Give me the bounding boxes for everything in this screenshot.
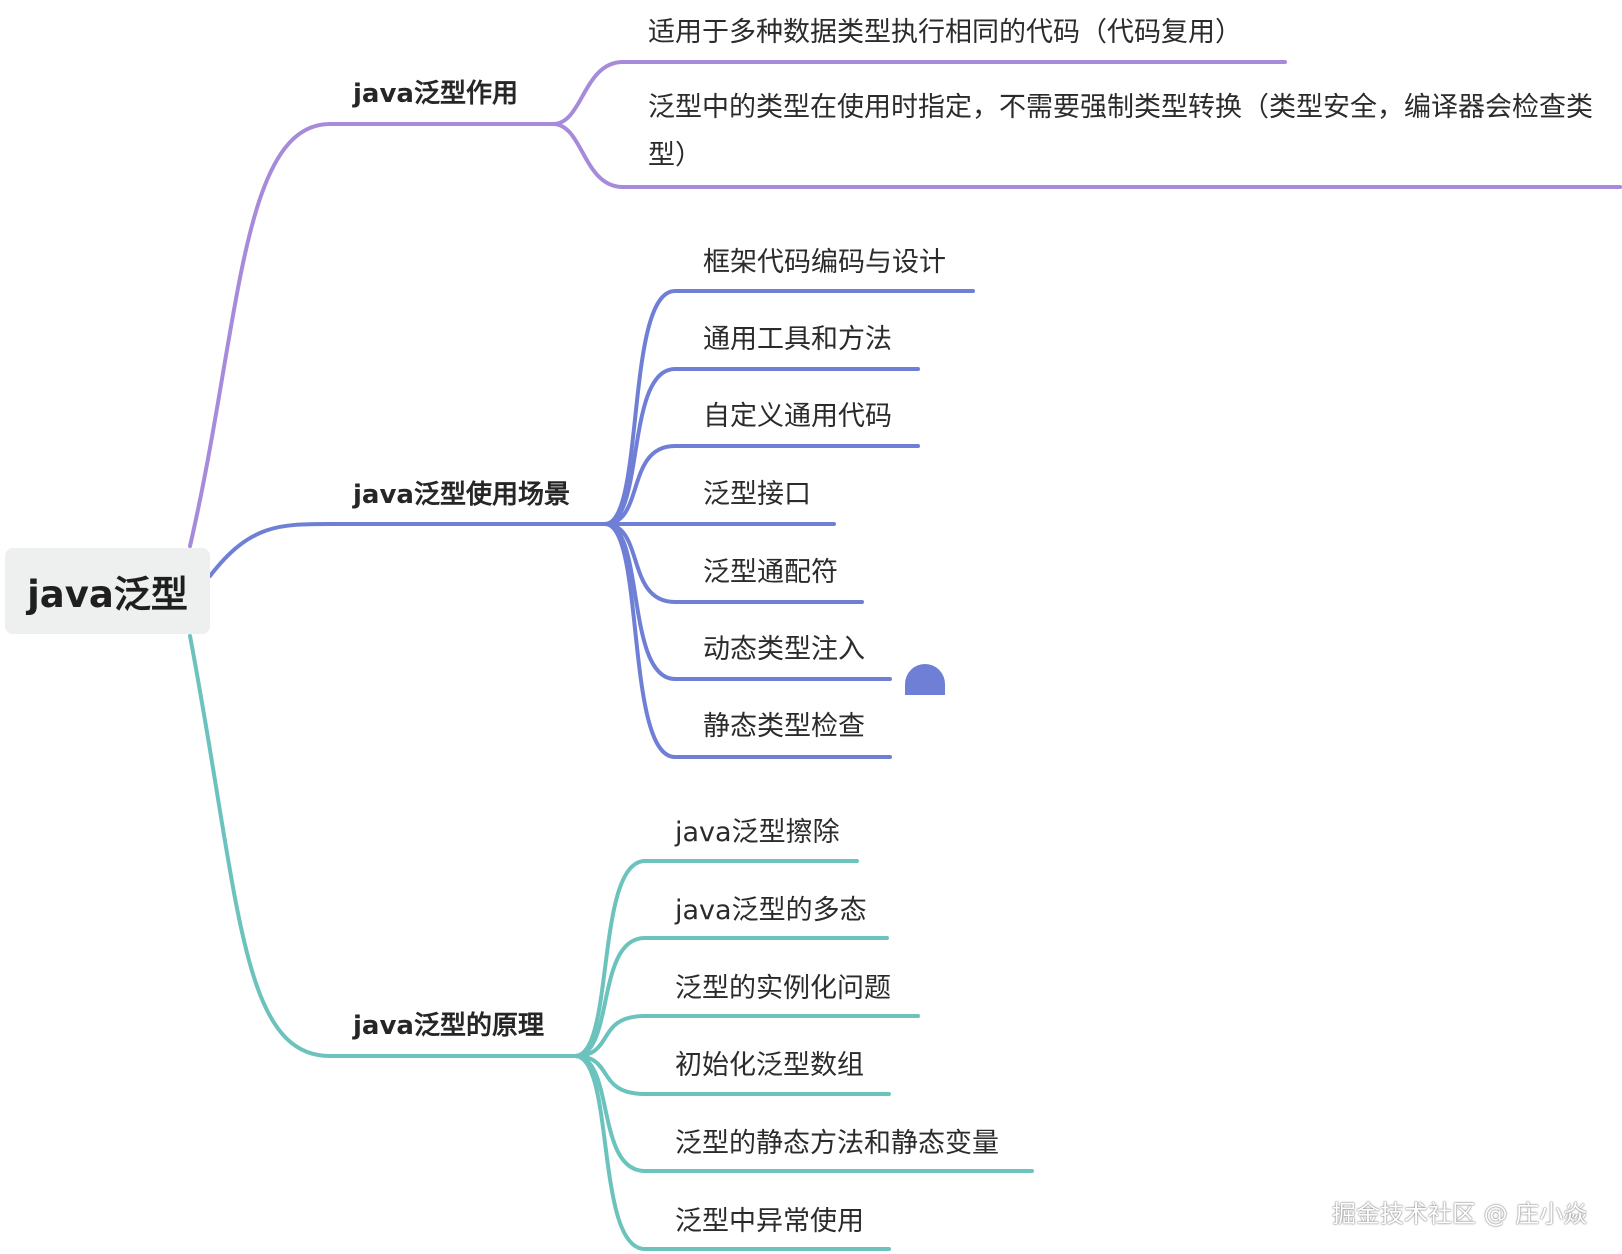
leaf-node-custom-code[interactable]: 自定义通用代码 (703, 401, 892, 432)
leaf-node-wildcard[interactable]: 泛型通配符 (703, 557, 838, 588)
edge-principles-leaf-3 (573, 1054, 891, 1096)
watermark: 掘金技术社区 @ 庄小焱 (1332, 1200, 1588, 1228)
edge-scenarios-leaf-0 (603, 289, 975, 526)
edge-purpose-leaf-1 (551, 122, 1622, 189)
leaf-node-exceptions[interactable]: 泛型中异常使用 (675, 1206, 864, 1237)
leaf-node-type-safety[interactable]: 泛型中的类型在使用时指定，不需要强制类型转换（类型安全，编译器会检查类型） (648, 92, 1593, 171)
edge-purpose-leaf-0 (551, 60, 1287, 126)
edge-scenarios-leaf-6 (603, 522, 892, 759)
edge-root-purpose (188, 122, 555, 548)
collapse-marker-icon[interactable] (905, 664, 945, 695)
leaf-node-static-check[interactable]: 静态类型检查 (703, 711, 865, 742)
edge-principles-leaf-5 (573, 1054, 891, 1251)
leaf-node-type-injection[interactable]: 动态类型注入 (703, 634, 865, 665)
branch-node-principles[interactable]: java泛型的原理 (353, 1011, 544, 1041)
edge-scenarios-leaf-1 (603, 367, 920, 526)
edge-principles-leaf-2 (573, 1014, 920, 1058)
edge-root-principles (188, 634, 577, 1058)
leaf-node-erasure[interactable]: java泛型擦除 (675, 817, 840, 848)
leaf-node-framework[interactable]: 框架代码编码与设计 (703, 247, 946, 278)
leaf-node-static-members[interactable]: 泛型的静态方法和静态变量 (675, 1128, 999, 1159)
edge-principles-leaf-4 (573, 1054, 1034, 1173)
root-node[interactable]: java泛型 (5, 548, 210, 634)
leaf-node-generic-array[interactable]: 初始化泛型数组 (675, 1050, 864, 1081)
edge-principles-leaf-0 (573, 859, 859, 1058)
edge-scenarios-leaf-4 (603, 522, 864, 604)
leaf-node-code-reuse[interactable]: 适用于多种数据类型执行相同的代码（代码复用） (648, 17, 1242, 48)
branch-node-purpose[interactable]: java泛型作用 (353, 79, 518, 109)
edge-root-scenarios (208, 522, 607, 578)
leaf-node-generic-interface[interactable]: 泛型接口 (703, 479, 811, 510)
edge-principles-leaf-1 (573, 936, 889, 1058)
branch-node-scenarios[interactable]: java泛型使用场景 (353, 480, 570, 510)
leaf-node-polymorphism[interactable]: java泛型的多态 (675, 895, 867, 926)
leaf-node-utilities[interactable]: 通用工具和方法 (703, 324, 892, 355)
edge-scenarios-leaf-2 (603, 444, 920, 526)
leaf-node-instantiation[interactable]: 泛型的实例化问题 (675, 973, 891, 1004)
